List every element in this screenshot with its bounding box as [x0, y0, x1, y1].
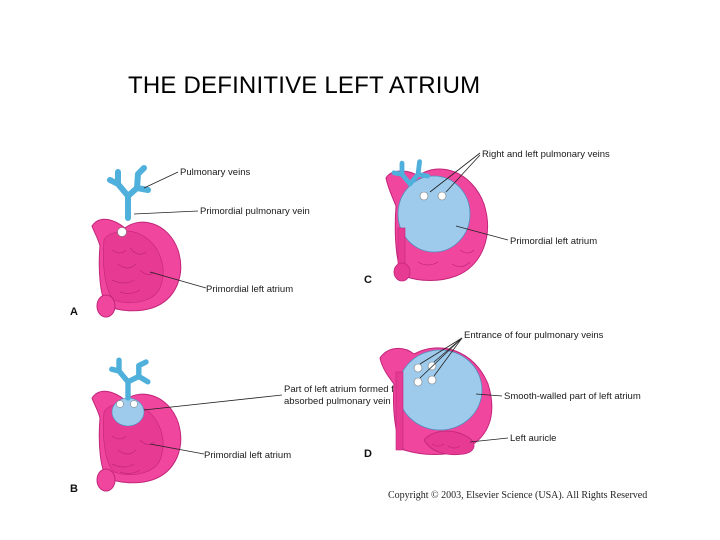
- auricle-c: [393, 262, 411, 282]
- pulmonary-vein-opening-d1: [413, 363, 423, 373]
- trabeculae-c: [417, 249, 475, 267]
- panel-b: Part of left atrium formed from absorbed…: [70, 357, 418, 495]
- panel-letter-d: D: [364, 448, 372, 460]
- primordial-pulmonary-vein-opening-a: [117, 227, 127, 237]
- label-c-primordial-left-atrium: Primordial left atrium: [510, 236, 597, 247]
- trabeculae-b: [111, 435, 155, 474]
- primordial-left-atrium-c: [397, 175, 471, 253]
- auricle-b: [96, 468, 116, 492]
- pulmonary-vein-opening-d4: [427, 375, 437, 385]
- pulmonary-vein-opening-b1: [116, 400, 124, 408]
- label-b-part-of-left-atrium-line1: Part of left atrium formed from: [284, 384, 410, 395]
- copyright-notice: Copyright © 2003, Elsevier Science (USA)…: [388, 490, 647, 501]
- label-b-part-of-left-atrium-line2: absorbed pulmonary vein tissue: [284, 396, 418, 407]
- pulmonary-vein-tree-c: [391, 159, 431, 187]
- pulmonary-vein-opening-b2: [130, 400, 138, 408]
- left-auricle-d: [423, 430, 475, 456]
- trabeculae-a: [111, 247, 155, 294]
- inner-wall-a: [103, 230, 164, 303]
- label-d-left-auricle: Left auricle: [510, 433, 556, 444]
- label-a-pulmonary-veins: Pulmonary veins: [180, 167, 250, 178]
- label-b-primordial-left-atrium: Primordial left atrium: [204, 450, 291, 461]
- label-d-smooth-walled-left-atrium: Smooth-walled part of left atrium: [504, 391, 641, 402]
- smooth-walled-left-atrium-d: [397, 349, 483, 431]
- label-a-primordial-pulmonary-vein: Primordial pulmonary vein: [200, 206, 310, 217]
- panel-d: Entrance of four pulmonary veins Smooth-…: [364, 330, 641, 460]
- pulmonary-vein-opening-d3: [413, 377, 423, 387]
- panel-a: Pulmonary veins Primordial pulmonary vei…: [70, 167, 310, 318]
- pulmonary-vein-tree-a: [110, 168, 148, 218]
- page-title: THE DEFINITIVE LEFT ATRIUM: [128, 72, 481, 99]
- label-c-right-left-pulmonary-veins: Right and left pulmonary veins: [482, 149, 610, 160]
- auricle-a: [96, 294, 116, 318]
- panel-letter-a: A: [70, 306, 78, 318]
- label-a-primordial-left-atrium: Primordial left atrium: [206, 284, 293, 295]
- panel-letter-c: C: [364, 274, 372, 286]
- pulmonary-vein-opening-c2: [437, 191, 447, 201]
- pulmonary-vein-opening-c1: [419, 191, 429, 201]
- panel-letter-b: B: [70, 483, 78, 495]
- septum-d: [395, 371, 404, 451]
- pulmonary-vein-tree-b: [109, 357, 151, 401]
- panel-c: Right and left pulmonary veins Primordia…: [364, 149, 610, 286]
- trabeculae-d: [431, 443, 461, 449]
- label-d-entrance-four-pulmonary-veins: Entrance of four pulmonary veins: [464, 330, 604, 341]
